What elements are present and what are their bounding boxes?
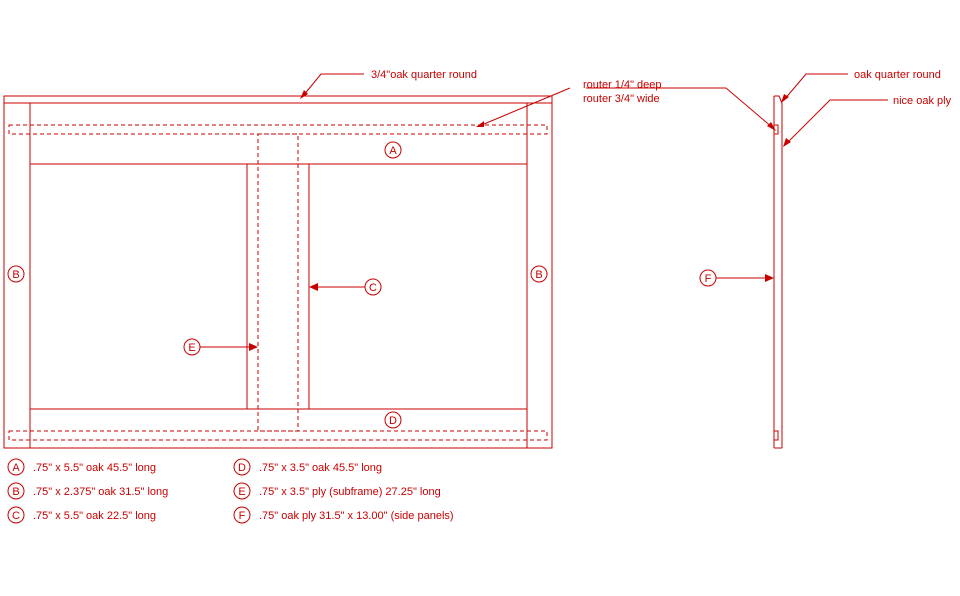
side-view [773, 95, 783, 449]
legend-item-a: A .75" x 5.5" oak 45.5" long [7, 458, 156, 476]
legend-key-f: F [239, 510, 246, 522]
legend-text-b: .75" x 2.375" oak 31.5" long [33, 486, 168, 498]
marker-f-label: F [705, 273, 712, 285]
subframe-top-dashed [8, 124, 548, 135]
arrowhead-e [249, 343, 258, 351]
marker-e: E [183, 338, 201, 356]
legend: A .75" x 5.5" oak 45.5" long B .75" x 2.… [7, 458, 454, 524]
marker-b-right-label: B [535, 269, 542, 281]
legend-text-a: .75" x 5.5" oak 45.5" long [33, 462, 156, 474]
legend-key-e: E [238, 486, 245, 498]
callout-quarter-round-side: oak quarter round [854, 69, 941, 81]
marker-d: D [384, 411, 402, 429]
arrowhead-quarter-round-front [300, 90, 308, 99]
leader-nice-oak-ply [784, 99, 888, 146]
marker-b-left: B [7, 265, 25, 283]
legend-text-e: .75" x 3.5" ply (subframe) 27.25" long [259, 486, 441, 498]
callout-quarter-round-front: 3/4"oak quarter round [371, 69, 477, 81]
marker-c: C [364, 278, 382, 296]
front-view [3, 95, 553, 449]
legend-item-b: B .75" x 2.375" oak 31.5" long [7, 482, 168, 500]
marker-f: F [699, 269, 717, 287]
legend-text-c: .75" x 5.5" oak 22.5" long [33, 510, 156, 522]
leader-router-front-line [483, 87, 571, 125]
router-groove-top [774, 124, 779, 135]
arrowhead-quarter-round-side [781, 94, 789, 103]
marker-b-left-label: B [12, 269, 19, 281]
legend-key-b: B [12, 486, 19, 498]
legend-item-d: D .75" x 3.5" oak 45.5" long [233, 458, 382, 476]
subframe-center-dashed [257, 133, 299, 432]
router-groove-bottom [774, 430, 779, 441]
leader-quarter-round-side [783, 73, 848, 101]
callout-router-width: router 3/4" wide [583, 93, 660, 105]
marker-d-label: D [389, 415, 397, 427]
marker-e-label: E [188, 342, 195, 354]
legend-text-d: .75" x 3.5" oak 45.5" long [259, 462, 382, 474]
legend-item-f: F .75" oak ply 31.5" x 13.00" (side pane… [233, 506, 454, 524]
leader-router [668, 87, 774, 129]
legend-item-e: E .75" x 3.5" ply (subframe) 27.25" long [233, 482, 441, 500]
legend-item-c: C .75" x 5.5" oak 22.5" long [7, 506, 156, 524]
arrowhead-router [767, 122, 776, 131]
side-quarter-round [774, 95, 783, 104]
subframe-bottom-dashed [8, 430, 548, 441]
marker-b-right: B [530, 265, 548, 283]
callout-router-depth: router 1/4" deep [583, 79, 662, 91]
arrowhead-nice-oak-ply [783, 138, 791, 147]
callout-nice-oak-ply: nice oak ply [893, 95, 952, 107]
marker-a: A [384, 141, 402, 159]
marker-a-label: A [389, 145, 397, 157]
arrowhead-c [309, 283, 318, 291]
arrowhead-f [765, 274, 774, 282]
legend-key-c: C [12, 510, 20, 522]
legend-key-a: A [12, 462, 20, 474]
front-outer-frame [3, 95, 553, 449]
legend-text-f: .75" oak ply 31.5" x 13.00" (side panels… [259, 510, 454, 522]
legend-key-d: D [238, 462, 246, 474]
arrowhead-router-front [476, 121, 484, 127]
leaders [200, 73, 888, 351]
marker-c-label: C [369, 282, 377, 294]
leader-quarter-round-front [302, 73, 364, 97]
